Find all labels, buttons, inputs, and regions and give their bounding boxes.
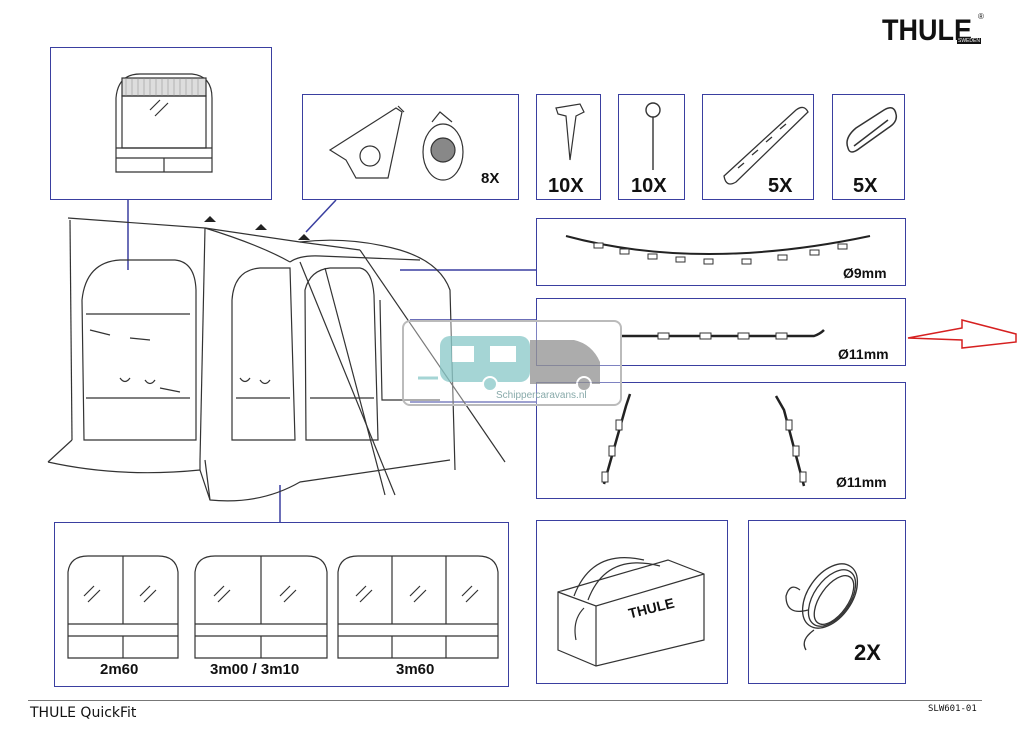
rings-qty: 5X (853, 175, 878, 197)
thule-logo-sub: SWEDEN (957, 38, 981, 44)
rope-11mm-a-diameter: Ø11mm (838, 346, 889, 362)
size-label-3m00-3m10: 3m00 / 3m10 (210, 661, 300, 678)
registered-mark: ® (978, 12, 984, 21)
rope-11mm-box-a (536, 298, 906, 366)
rope-11mm-box-b (536, 382, 906, 499)
footer-title: THULE QuickFit (30, 705, 137, 721)
rope-11mm-b-diameter: Ø11mm (836, 474, 887, 490)
rubber-straps-qty: 5X (768, 175, 793, 197)
rope-9mm-diameter: Ø9mm (843, 265, 887, 281)
size-label-2m60: 2m60 (100, 661, 139, 678)
door-panel-box (50, 47, 272, 200)
rings-box (832, 94, 905, 200)
guy-ropes-qty: 2X (854, 640, 881, 665)
fixing-kit-qty: 8X (481, 170, 500, 187)
sizes-box (54, 522, 509, 687)
pins-box (618, 94, 685, 200)
rope-9mm-box (536, 218, 906, 286)
pegs-qty: 10X (548, 175, 584, 197)
footer-divider (28, 700, 982, 701)
guy-ropes-box (748, 520, 906, 684)
pins-qty: 10X (631, 175, 667, 197)
footer-code: SLW601-01 (928, 704, 977, 714)
watermark-text: Schippercaravans.nl (496, 390, 587, 401)
size-label-3m60: 3m60 (396, 661, 435, 678)
